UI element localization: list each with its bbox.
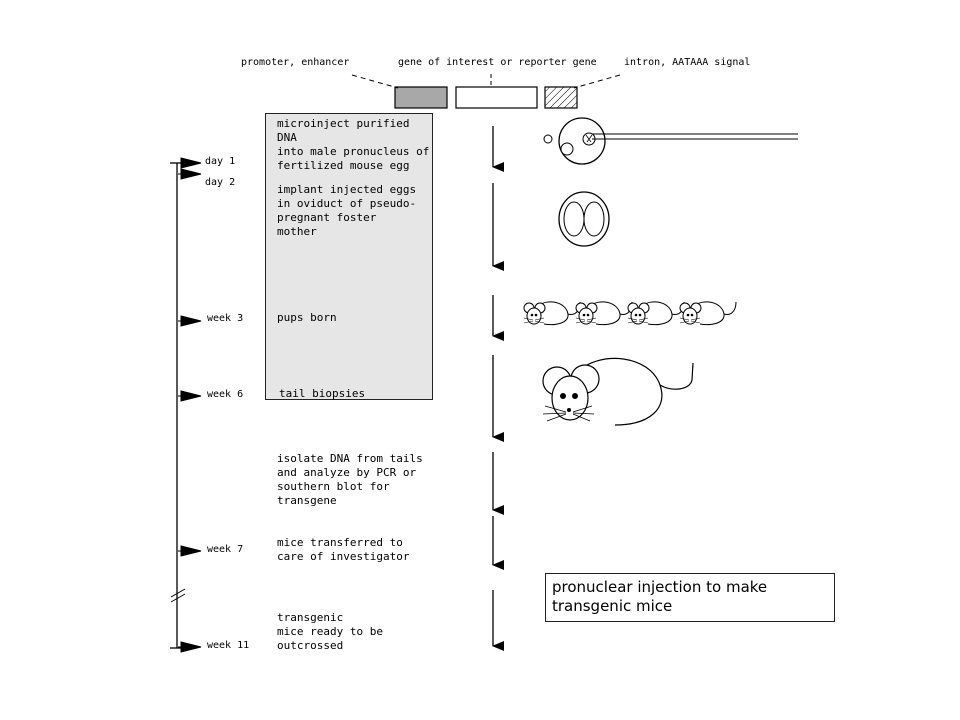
timeline-break-mark xyxy=(171,594,185,602)
caption-line-1: pronuclear injection to make xyxy=(552,578,828,597)
timeline-pointer-day1 xyxy=(178,158,201,168)
pup-icon xyxy=(680,302,736,325)
timeline-label-week7: week 7 xyxy=(207,545,243,555)
egg-injection-illustration xyxy=(544,118,798,164)
step-transgenic-mice: transgenic mice ready to be outcrossed xyxy=(277,611,383,653)
timeline-label-week11: week 11 xyxy=(207,641,249,651)
intron-box xyxy=(545,87,577,108)
step-pups-born: pups born xyxy=(277,311,337,325)
pups-illustration xyxy=(524,302,736,325)
timeline-pointer-week7 xyxy=(178,546,201,556)
step-isolate-dna: isolate DNA from tails and analyze by PC… xyxy=(277,452,423,508)
step-implant: implant injected eggs in oviduct of pseu… xyxy=(277,183,416,239)
pup-icon xyxy=(524,302,580,325)
timeline-pointer-week6 xyxy=(178,391,201,401)
caption-box: pronuclear injection to make transgenic … xyxy=(545,573,835,622)
timeline-label-day2: day 2 xyxy=(205,178,235,188)
step-mice-transferred: mice transferred to care of investigator xyxy=(277,536,409,564)
caption-line-2: transgenic mice xyxy=(552,597,828,616)
timeline-label-week6: week 6 xyxy=(207,390,243,400)
two-cell-embryo-illustration xyxy=(559,192,609,246)
gene-label: gene of interest or reporter gene xyxy=(398,58,597,68)
timeline-pointer-week11 xyxy=(178,642,201,652)
gene-box xyxy=(456,87,537,108)
timeline-pointer-week3 xyxy=(178,316,201,326)
step-microinject: microinject purified DNA into male pronu… xyxy=(277,117,429,173)
promoter-label: promoter, enhancer xyxy=(241,58,349,68)
promoter-box xyxy=(395,87,447,108)
timeline-break-mark xyxy=(171,589,185,597)
promoter-leader xyxy=(352,75,398,88)
pup-icon xyxy=(576,302,632,325)
timeline-pointer-day2 xyxy=(178,169,201,179)
intron-leader xyxy=(574,75,620,88)
pup-icon xyxy=(628,302,684,325)
adult-mouse-illustration xyxy=(543,358,693,425)
intron-label: intron, AATAAA signal xyxy=(624,58,750,68)
timeline-label-week3: week 3 xyxy=(207,314,243,324)
step-tail-biopsies: tail biopsies xyxy=(279,387,365,401)
timeline-label-day1: day 1 xyxy=(205,157,235,167)
